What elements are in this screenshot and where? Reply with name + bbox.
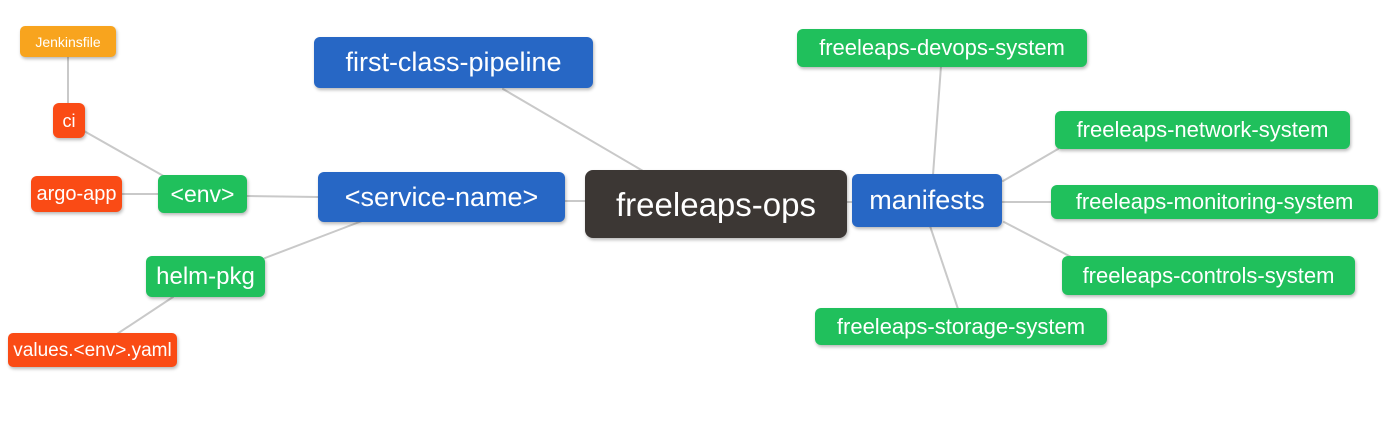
node-ci[interactable]: ci: [53, 103, 85, 138]
edge-manifests-devops: [932, 65, 942, 176]
node-devops-system[interactable]: freeleaps-devops-system: [797, 29, 1087, 67]
node-freeleaps-ops[interactable]: freeleaps-ops: [585, 170, 847, 238]
node-service-name[interactable]: <service-name>: [318, 172, 565, 222]
edge-ci-env: [83, 130, 168, 179]
edge-helm-pkg-service-name: [264, 220, 363, 259]
node-values-env-yaml[interactable]: values.<env>.yaml: [8, 333, 177, 367]
node-jenkinsfile[interactable]: Jenkinsfile: [20, 26, 116, 57]
edge-manifests-storage: [929, 225, 959, 310]
node-controls-system[interactable]: freeleaps-controls-system: [1062, 256, 1355, 295]
edge-manifests-controls: [1003, 221, 1076, 260]
node-argo-app[interactable]: argo-app: [31, 176, 122, 212]
node-storage-system[interactable]: freeleaps-storage-system: [815, 308, 1107, 345]
edge-env-service-name: [246, 195, 319, 198]
node-helm-pkg[interactable]: helm-pkg: [146, 256, 265, 297]
node-network-system[interactable]: freeleaps-network-system: [1055, 111, 1350, 149]
edge-manifests-network: [1002, 148, 1059, 182]
edge-values-helm-pkg: [116, 296, 174, 335]
node-monitoring-system[interactable]: freeleaps-monitoring-system: [1051, 185, 1378, 219]
edge-pipeline-root: [502, 88, 644, 172]
node-first-class-pipeline[interactable]: first-class-pipeline: [314, 37, 593, 88]
node-env[interactable]: <env>: [158, 175, 247, 213]
node-manifests[interactable]: manifests: [852, 174, 1002, 227]
